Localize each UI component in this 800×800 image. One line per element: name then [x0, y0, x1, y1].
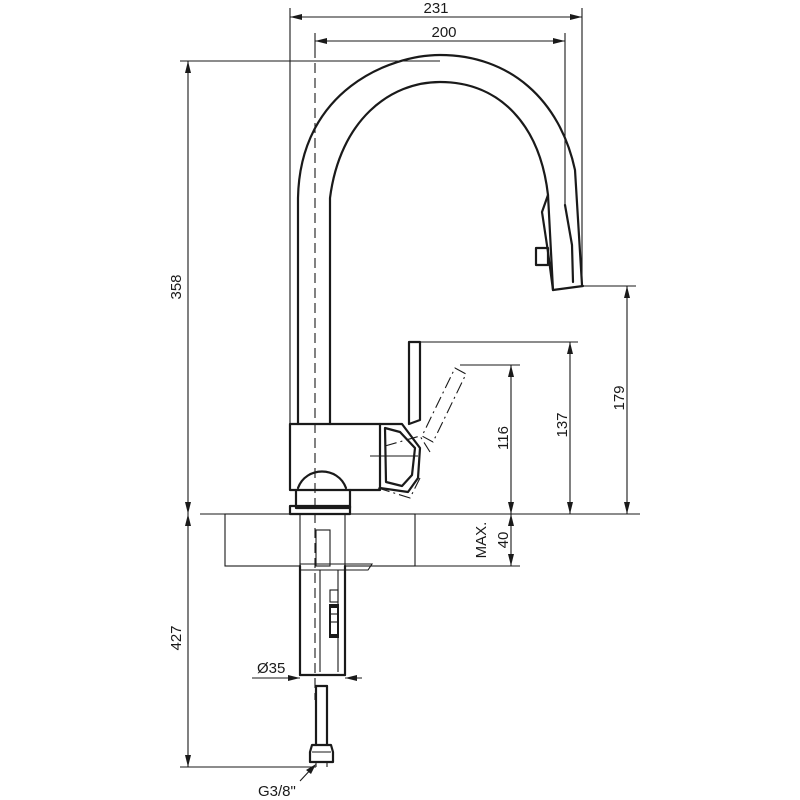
dim-label-40: 40 — [495, 532, 512, 549]
dim-lever-height: 137 — [420, 341, 578, 514]
dim-total-height: 358 — [168, 60, 440, 514]
dim-below-counter: 427 — [168, 514, 316, 768]
dim-spout-reach: 200 — [314, 24, 566, 205]
spray-head — [534, 193, 585, 292]
dim-label-116: 116 — [495, 426, 512, 450]
lever-base — [370, 422, 422, 494]
dim-label-137: 137 — [554, 412, 571, 437]
dim-label-358: 358 — [168, 274, 185, 299]
dim-max-thickness: MAX. 40 — [473, 514, 514, 566]
faucet-outline — [288, 48, 585, 700]
lever-handle-open — [377, 367, 467, 499]
spout-outer — [296, 53, 584, 426]
dim-label-179: 179 — [611, 385, 628, 410]
dim-label-231: 231 — [423, 0, 448, 17]
spout-inner — [328, 80, 555, 426]
lever-handle-closed — [407, 340, 422, 426]
dim-connection-thread: G3/8" — [258, 764, 316, 800]
dim-overall-width: 231 — [289, 0, 583, 424]
dim-body-height: 116 — [460, 364, 520, 514]
dim-label-diameter: Ø35 — [257, 660, 285, 677]
dim-label-max: MAX. — [473, 522, 490, 559]
dim-label-thread: G3/8" — [258, 783, 296, 800]
dim-label-200: 200 — [431, 24, 456, 41]
dim-outlet-height: 179 — [583, 285, 636, 514]
connection-hose — [308, 684, 335, 767]
countertop-section — [200, 513, 640, 571]
shank-assembly — [298, 564, 347, 677]
dim-shank-diameter: Ø35 — [252, 660, 362, 681]
dim-label-427: 427 — [168, 625, 185, 650]
faucet-body — [288, 422, 382, 492]
